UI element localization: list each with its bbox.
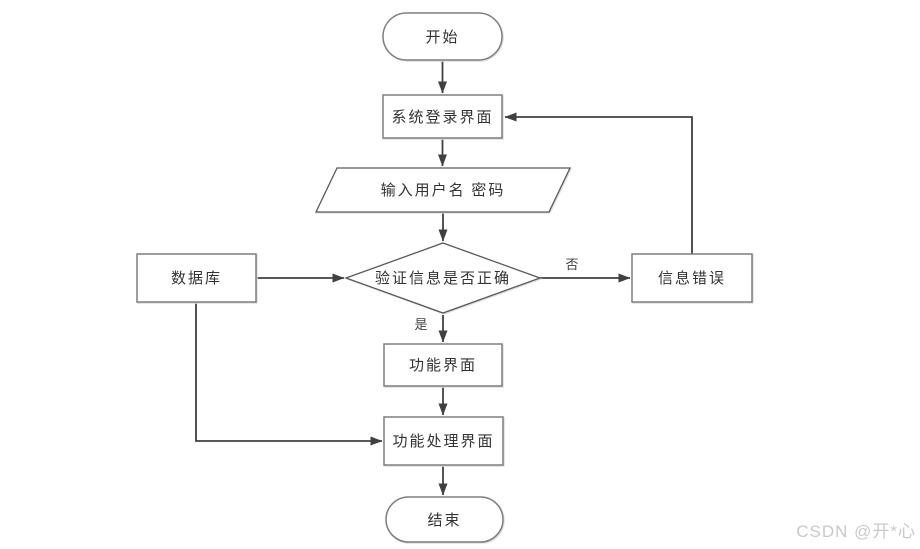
node-start: 开始 xyxy=(382,12,503,61)
nodes: 开始 系统登录界面 输入用户名 密码 验证信息是否正确 数据库 信息错误 xyxy=(136,12,753,543)
function-label: 功能界面 xyxy=(409,357,477,374)
start-terminator-shape xyxy=(382,12,503,61)
edge-label-yes: 是 xyxy=(414,317,427,332)
verify-label: 验证信息是否正确 xyxy=(375,270,511,287)
login-label: 系统登录界面 xyxy=(391,109,493,126)
error-rect-shape xyxy=(631,253,753,303)
node-database: 数据库 xyxy=(136,253,257,303)
node-verify: 验证信息是否正确 xyxy=(344,242,542,314)
verify-diamond-shape xyxy=(344,242,542,314)
start-label: 开始 xyxy=(425,29,459,46)
input-parallelogram-shape xyxy=(314,167,572,213)
database-label: 数据库 xyxy=(171,270,222,287)
error-label: 信息错误 xyxy=(658,270,726,287)
login-rect-shape xyxy=(382,94,503,139)
process-rect-shape xyxy=(383,416,504,466)
node-input: 输入用户名 密码 xyxy=(314,167,572,213)
process-label: 功能处理界面 xyxy=(392,433,494,450)
node-end: 结束 xyxy=(385,496,504,543)
function-rect-shape xyxy=(383,343,503,387)
node-function: 功能界面 xyxy=(383,343,503,387)
node-error: 信息错误 xyxy=(631,253,753,303)
connectors xyxy=(195,60,693,496)
input-label: 输入用户名 密码 xyxy=(381,182,506,199)
edge-database-to-process xyxy=(195,302,383,446)
end-label: 结束 xyxy=(427,512,461,529)
watermark-text: CSDN @开*心 xyxy=(796,522,916,541)
node-login: 系统登录界面 xyxy=(382,94,503,139)
edge-error-to-login xyxy=(504,112,693,254)
end-terminator-shape xyxy=(385,496,504,543)
node-process: 功能处理界面 xyxy=(383,416,504,466)
edge-label-no: 否 xyxy=(565,257,578,272)
database-rect-shape xyxy=(136,253,257,303)
